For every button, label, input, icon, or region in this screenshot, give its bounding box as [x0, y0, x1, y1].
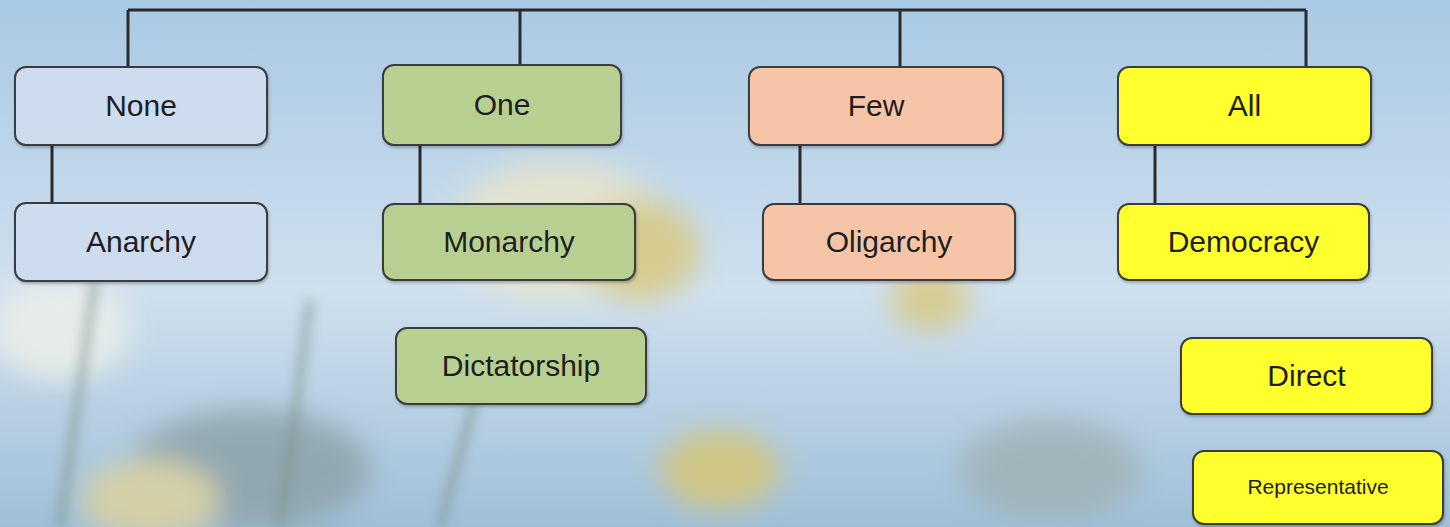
- node-label: Oligarchy: [826, 225, 953, 260]
- node-label: Anarchy: [86, 225, 196, 260]
- government-box: Monarchy: [382, 203, 636, 281]
- connector-line: [1154, 146, 1157, 203]
- node-label: Direct: [1267, 359, 1345, 394]
- government-box: Few: [748, 66, 1004, 146]
- connector-line: [419, 146, 422, 203]
- government-box: Anarchy: [14, 202, 268, 282]
- node-label: Democracy: [1168, 225, 1320, 260]
- node-label: All: [1228, 89, 1261, 124]
- connector-line: [51, 146, 54, 202]
- node-label: None: [105, 89, 177, 124]
- government-box: Representative: [1192, 450, 1444, 525]
- government-box: One: [382, 64, 622, 146]
- node-label: Representative: [1247, 475, 1388, 499]
- node-label: Few: [848, 89, 905, 124]
- government-box: Direct: [1180, 337, 1433, 415]
- node-label: Dictatorship: [442, 349, 600, 384]
- government-box: All: [1117, 66, 1372, 146]
- node-label: Monarchy: [443, 225, 575, 260]
- government-box: Democracy: [1117, 203, 1370, 281]
- node-label: One: [474, 88, 531, 123]
- government-box: None: [14, 66, 268, 146]
- connector-line: [799, 146, 802, 203]
- government-box: Oligarchy: [762, 203, 1016, 281]
- government-box: Dictatorship: [395, 327, 647, 405]
